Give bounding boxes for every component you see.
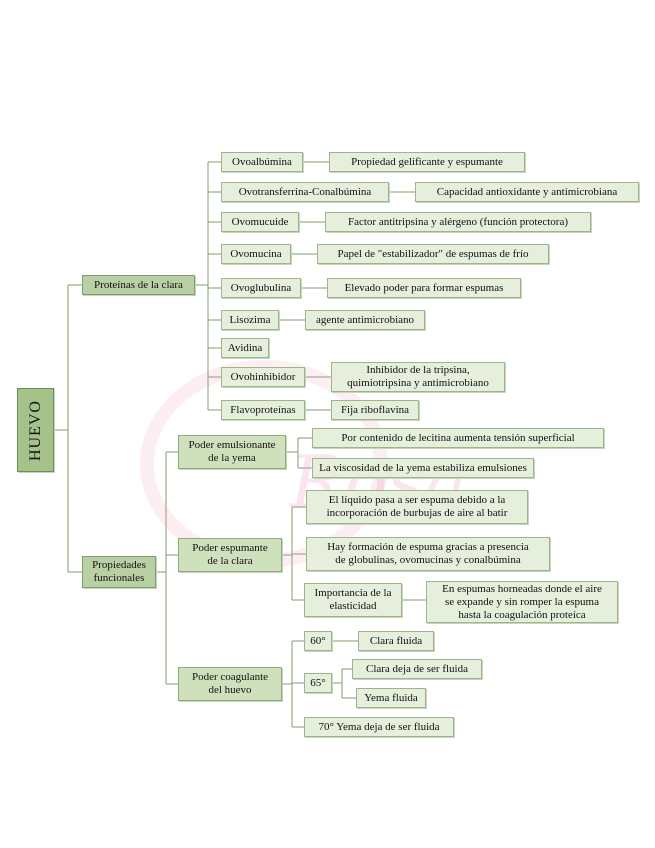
protein-desc-flavoproteinas: Fija riboflavina [331, 400, 419, 420]
coag-temp-60: 60° [304, 631, 332, 651]
root-node-huevo: HUEVO [17, 388, 54, 472]
protein-ovoglubulina: Ovoglubulina [221, 278, 301, 298]
protein-desc-ovoalbumina: Propiedad gelificante y espumante [329, 152, 525, 172]
emulsionante-item-1: Por contenido de lecitina aumenta tensió… [312, 428, 604, 448]
protein-desc-lisozima: agente antimicrobiano [305, 310, 425, 330]
protein-ovomucina: Ovomucina [221, 244, 291, 264]
protein-desc-ovotransferrina: Capacidad antioxidante y antimicrobiana [415, 182, 639, 202]
elasticidad-desc: En espumas horneadas donde el aire se ex… [426, 581, 618, 623]
protein-desc-ovoglubulina: Elevado poder para formar espumas [327, 278, 521, 298]
branch-propiedades-funcionales: Propiedades funcionales [82, 556, 156, 588]
protein-ovomucuide: Ovomucuide [221, 212, 299, 232]
poder-coagulante: Poder coagulante del huevo [178, 667, 282, 701]
elasticidad-node: Importancia de la elasticidad [304, 583, 402, 617]
coag-65-item-1: Clara deja de ser fluida [352, 659, 482, 679]
coag-65-item-2: Yema fluida [356, 688, 426, 708]
espumante-item-1: El líquido pasa a ser espuma debido a la… [306, 490, 528, 524]
protein-ovohinhibidor: Ovohinhibidor [221, 367, 305, 387]
espumante-item-2: Hay formación de espuma gracias a presen… [306, 537, 550, 571]
protein-desc-ovohinhibidor: Inhibidor de la tripsina, quimiotripsina… [331, 362, 505, 392]
protein-flavoproteinas: Flavoproteínas [221, 400, 305, 420]
protein-ovoalbumina: Ovoalbúmina [221, 152, 303, 172]
protein-desc-ovomucuide: Factor antitripsina y alérgeno (función … [325, 212, 591, 232]
poder-espumante: Poder espumante de la clara [178, 538, 282, 572]
emulsionante-item-2: La viscosidad de la yema estabiliza emul… [312, 458, 534, 478]
protein-lisozima: Lisozima [221, 310, 279, 330]
protein-desc-ovomucina: Papel de "estabilizador" de espumas de f… [317, 244, 549, 264]
branch-proteinas-clara: Proteínas de la clara [82, 275, 195, 295]
coag-60-item: Clara fluida [358, 631, 434, 651]
protein-ovotransferrina: Ovotransferrina-Conalbúmina [221, 182, 389, 202]
poder-emulsionante: Poder emulsionante de la yema [178, 435, 286, 469]
protein-avidina: Avidina [221, 338, 269, 358]
coag-temp-65: 65° [304, 673, 332, 693]
coag-temp-70: 70° Yema deja de ser fluida [304, 717, 454, 737]
